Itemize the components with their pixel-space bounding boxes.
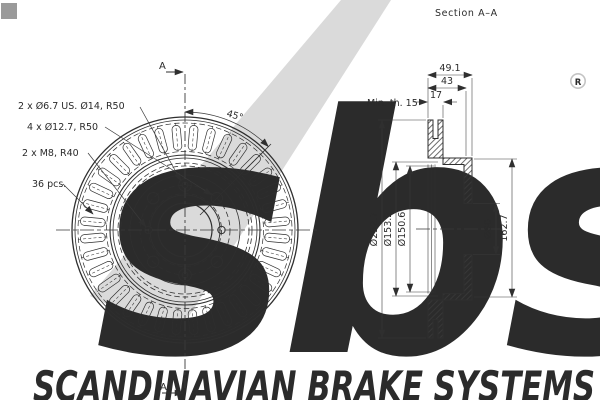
vane-slot <box>254 261 283 278</box>
dim-center-bore: Ø60 <box>483 219 494 239</box>
logo-sbs-text: sbs <box>95 46 600 400</box>
angle-label: 45° <box>225 108 244 123</box>
section-letter-bottom: A <box>160 382 167 393</box>
vane-slot <box>81 199 112 213</box>
vane-slot <box>171 306 183 338</box>
vane-slot <box>122 292 142 319</box>
wheel-bolt-hole <box>147 192 160 205</box>
vane-slot <box>216 299 233 328</box>
vane-slot <box>137 299 154 328</box>
callout-thread-holes: 2 x M8, R40 <box>22 148 79 159</box>
vane-slot <box>258 247 289 261</box>
vane-slot <box>261 232 293 244</box>
front-view: A A 45° 2 x Ø6.7 US. Ø14, R50 4 x Ø12.7, R50… <box>18 61 320 397</box>
callout-wheel-bolt-holes: 4 x Ø12.7, R50 <box>27 122 98 133</box>
dim-hat-diameter: 162.7 <box>499 214 510 241</box>
wheel-bolt-hole <box>147 255 160 268</box>
vane-slot <box>87 261 116 278</box>
leader-countersunk-holes <box>139 106 182 182</box>
callout-countersunk-holes: 2 x Ø6.7 US. Ø14, R50 <box>18 101 125 112</box>
logo-corner-square <box>1 3 17 19</box>
vane-slot <box>171 122 183 154</box>
vane-slot <box>77 216 109 228</box>
min-thickness-note: Min. th. 15 <box>367 98 418 109</box>
dim-total-width: 49.1 <box>439 63 460 74</box>
ring-section-bottom <box>427 299 444 339</box>
vane-slot <box>238 283 262 307</box>
vane-slot <box>81 247 112 261</box>
hat-section-top <box>442 157 473 204</box>
vane-slot <box>154 126 168 157</box>
vane-slot <box>122 141 142 168</box>
dim-diameter-153: Ø153.2 <box>383 212 394 247</box>
vane-slot <box>96 273 123 293</box>
section-letter-top: A <box>159 61 166 72</box>
callout-vane-count-label: 36 pcs. <box>32 179 66 190</box>
leader-thread-holes <box>87 152 147 228</box>
vane-slot <box>154 303 168 334</box>
vane-slot <box>261 216 293 228</box>
vane-slot <box>108 153 132 177</box>
dim-outer-diameter: Ø252.7 <box>369 212 380 247</box>
vane-slot <box>247 167 274 187</box>
vane-slot <box>108 283 132 307</box>
vane-slot <box>258 199 289 213</box>
vane-slot <box>96 167 123 187</box>
registered-icon <box>569 73 586 90</box>
vane-slot <box>254 182 283 199</box>
registered-letter: R <box>575 78 582 88</box>
leader-wheel-bolt-holes <box>104 126 213 196</box>
vane-slot <box>247 273 274 293</box>
dim-diameter-150: Ø150.6 <box>397 212 408 247</box>
vane-slot <box>137 132 154 161</box>
ring-section-top <box>427 119 444 159</box>
hat-section-bottom <box>442 254 473 301</box>
vane-slot <box>187 306 199 338</box>
dim-disc-thickness: 17 <box>430 90 442 101</box>
vane-slot <box>77 232 109 244</box>
vane-slot <box>87 182 116 199</box>
angle-dimension-arc <box>184 108 269 148</box>
vane-slot <box>202 303 216 334</box>
section-title: Section A–A <box>435 8 498 19</box>
wheel-bolt-hole <box>210 192 223 205</box>
dim-hat-depth: 43 <box>441 76 453 87</box>
vane-slot <box>228 292 248 319</box>
brand-watermark-text: SCANDINAVIAN BRAKE SYSTEMS <box>33 362 595 400</box>
bolt-angle-line <box>199 143 272 216</box>
leader-vane-count-label <box>62 183 94 215</box>
wheel-bolt-hole <box>210 255 223 268</box>
